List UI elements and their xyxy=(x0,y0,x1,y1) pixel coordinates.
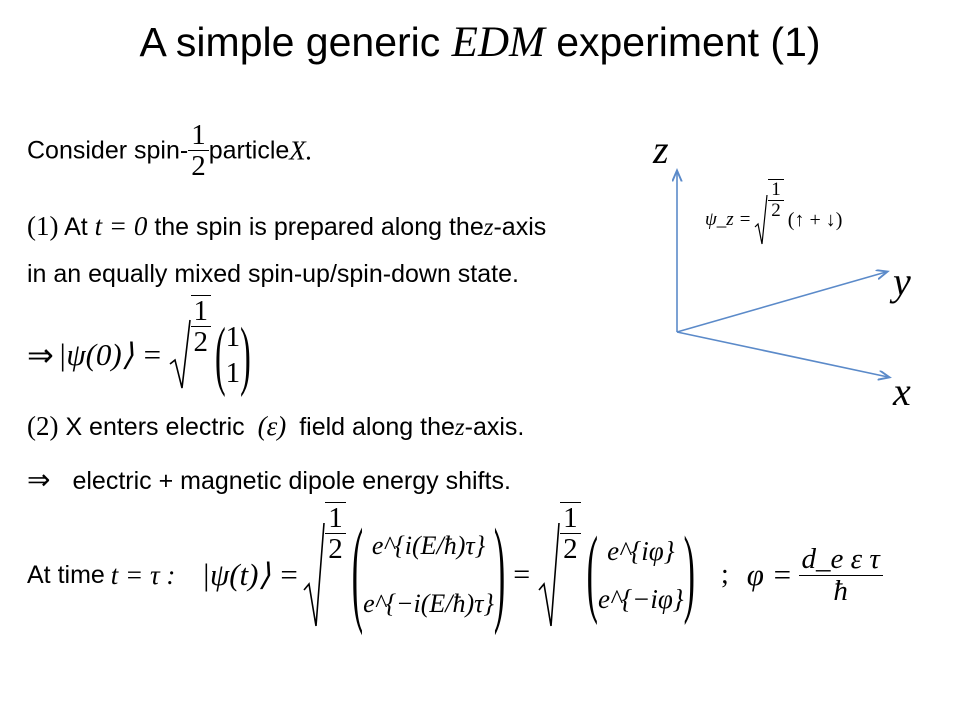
title-edm: EDM xyxy=(451,19,545,66)
x-axis xyxy=(676,331,888,377)
line-energy-shifts: ⇒ electric + magnetic dipole energy shift… xyxy=(27,463,511,497)
l1-particle-x: X. xyxy=(289,135,313,166)
ket-psi0: |ψ(0)⟩ = xyxy=(57,337,163,372)
sqrt-icon-3 xyxy=(538,522,560,627)
line-mixed-state: in an equally mixed spin-up/spin-down st… xyxy=(27,260,519,288)
l5-text-a: X enters electric xyxy=(65,413,245,441)
l2-text-a: At xyxy=(64,213,88,241)
vector-psit: e^{i(E/ħ)τ}e^{−i(E/ħ)τ} xyxy=(363,531,494,618)
y-axis-label: y xyxy=(893,259,911,304)
implies-arrow-icon: ⇒ xyxy=(27,337,54,373)
z-axis-label: z xyxy=(653,127,669,172)
line-step-2: (2) X enters electric (ε) field along th… xyxy=(27,411,524,442)
title-prefix: A simple generic xyxy=(139,19,452,65)
l5-epsilon: (ε) xyxy=(257,411,287,441)
ket-psit: |ψ(t)⟩ = xyxy=(201,557,300,592)
title-suffix: experiment (1) xyxy=(544,19,821,65)
l2-step-number: (1) xyxy=(27,211,59,241)
l5-z: z xyxy=(454,414,465,441)
psi-z-state: (↑ + ↓) xyxy=(787,208,843,231)
psi-z-label: ψ_z = xyxy=(705,209,752,230)
vector-phase: e^{iφ}e^{−iφ} xyxy=(597,536,684,614)
l5-text-c: -axis. xyxy=(464,413,525,441)
l7-text-a: At time xyxy=(27,560,105,589)
l7-phi: φ = xyxy=(746,557,793,592)
sqrt-icon-2 xyxy=(303,522,326,627)
sqrt-icon-4 xyxy=(754,194,768,245)
l7-math-ttau: t = τ : xyxy=(110,559,176,590)
l2-text-b: the spin is prepared along the xyxy=(154,213,484,241)
line-step-1: (1) At t = 0 the spin is prepared along … xyxy=(27,211,546,242)
l2-z: z xyxy=(483,214,494,241)
l7-equals: = xyxy=(513,558,531,591)
l6-text: electric + magnetic dipole energy shifts… xyxy=(72,467,511,495)
l5-text-b: field along the xyxy=(299,413,455,441)
sqrt-icon xyxy=(169,319,191,389)
implies-arrow-icon-2: ⇒ xyxy=(27,465,51,496)
slide-title: A simple generic EDM experiment (1) xyxy=(0,18,960,67)
x-axis-label: x xyxy=(893,369,911,414)
l1-text-b: particle xyxy=(208,136,290,165)
l2-text-c: -axis xyxy=(493,213,547,241)
axes-diagram xyxy=(660,150,900,390)
l2-math-t0: t = 0 xyxy=(94,211,148,241)
y-axis xyxy=(676,272,886,333)
l1-text-a: Consider spin- xyxy=(27,136,189,165)
l5-step-number: (2) xyxy=(27,411,59,441)
l7-semicolon: ; xyxy=(720,559,729,590)
